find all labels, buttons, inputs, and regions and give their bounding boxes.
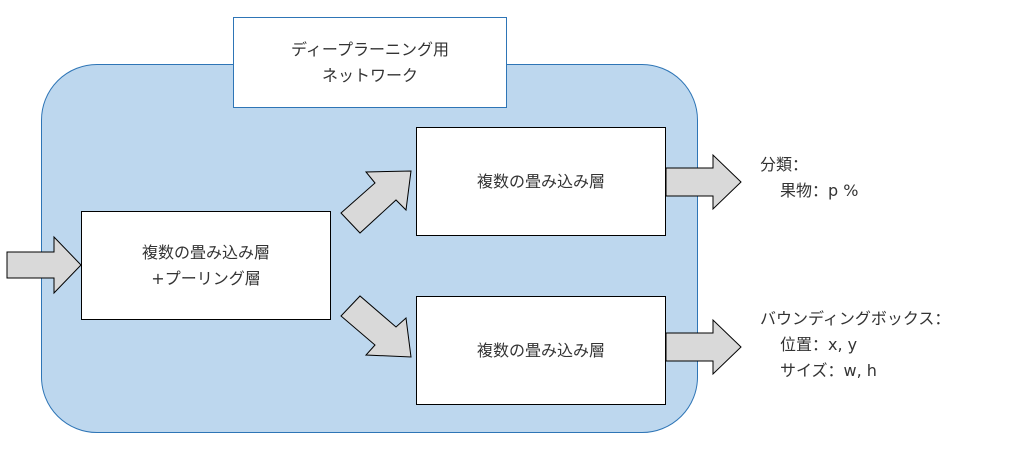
fruit-probability: 果物：p % bbox=[780, 181, 859, 200]
conv-pool-line2: +プーリング層 bbox=[151, 268, 261, 288]
output-arrow-bottom bbox=[665, 318, 742, 376]
input-arrow bbox=[6, 235, 82, 295]
network-title-line1: ディープラーニング用 bbox=[291, 39, 449, 59]
bounding-box-label: バウンディングボックス： bbox=[760, 309, 951, 328]
conv-bottom-box: 複数の畳み込み層 bbox=[416, 296, 666, 405]
network-title-line2: ネットワーク bbox=[321, 65, 418, 85]
size-value: サイズ：w, h bbox=[780, 361, 877, 380]
position-value: 位置：x, y bbox=[780, 335, 858, 354]
network-title-box: ディープラーニング用 ネットワーク bbox=[233, 17, 507, 108]
classification-output: 分類： 果物：p % bbox=[760, 152, 858, 204]
classification-label: 分類： bbox=[760, 155, 809, 174]
bounding-box-output: バウンディングボックス： 位置：x, y サイズ：w, h bbox=[760, 306, 950, 384]
down-right-arrow bbox=[340, 295, 412, 358]
conv-pool-box: 複数の畳み込み層 +プーリング層 bbox=[81, 211, 331, 320]
conv-top-box: 複数の畳み込み層 bbox=[416, 127, 666, 236]
up-right-arrow bbox=[340, 170, 412, 234]
conv-top-label: 複数の畳み込み層 bbox=[476, 171, 605, 191]
conv-bottom-label: 複数の畳み込み層 bbox=[476, 340, 605, 360]
output-arrow-top bbox=[665, 153, 742, 211]
conv-pool-line1: 複数の畳み込み層 bbox=[141, 242, 270, 262]
